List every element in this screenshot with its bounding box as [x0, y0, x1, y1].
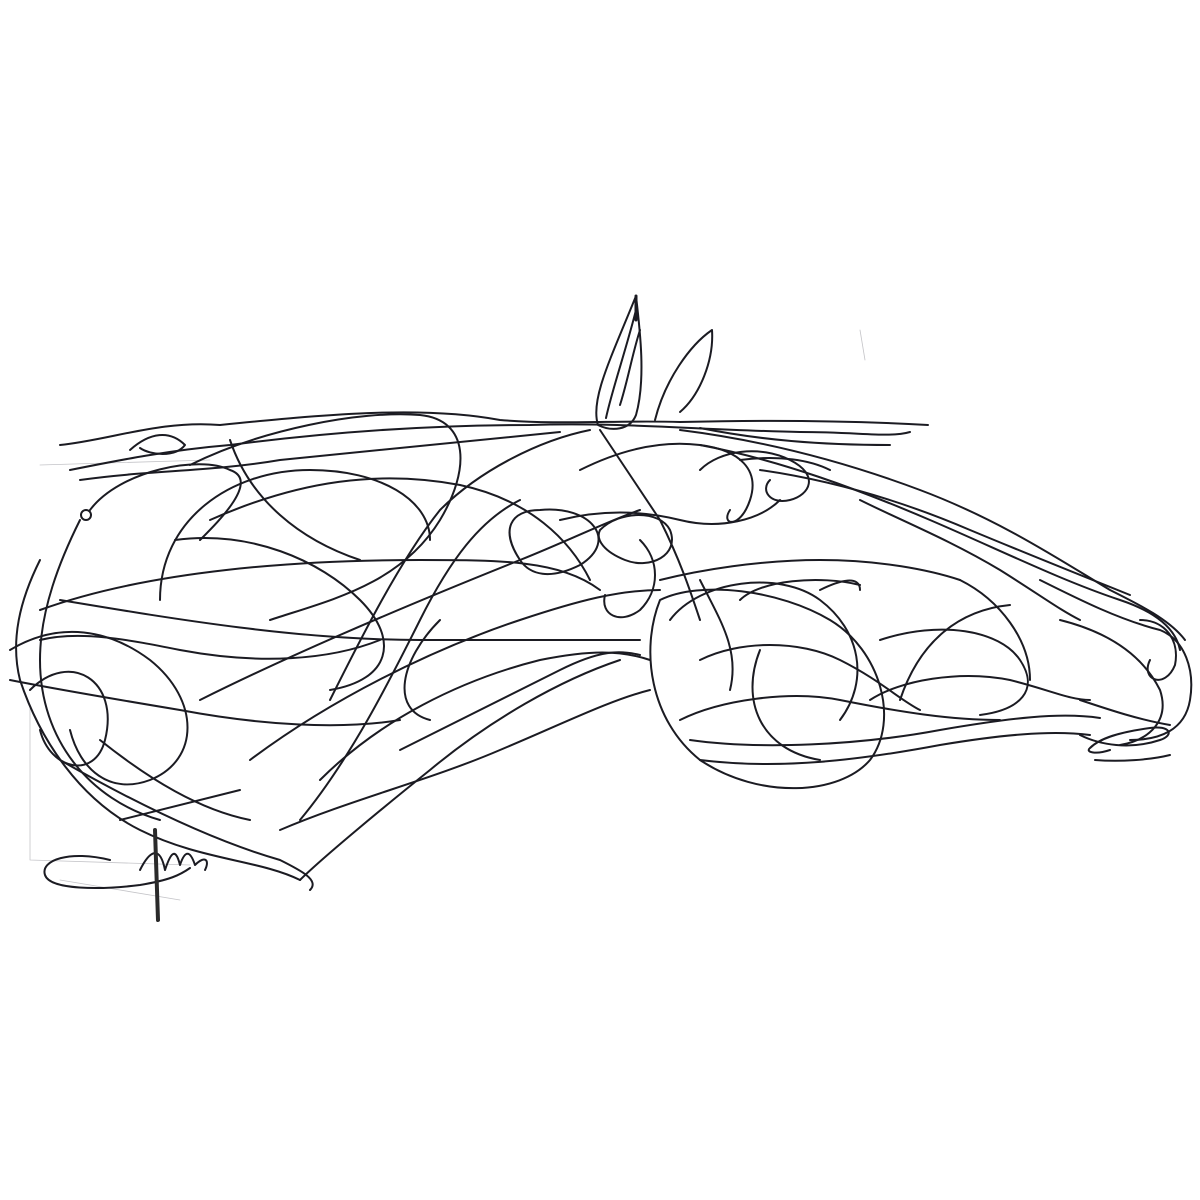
wire-joint — [80, 509, 92, 521]
jaw-outline — [649, 588, 885, 790]
wire-strands — [9, 294, 1193, 891]
muzzle — [1039, 579, 1193, 741]
faint-sketch-lines — [29, 329, 866, 901]
base-loop — [43, 854, 191, 889]
face-top — [679, 429, 1186, 641]
mount-stake — [153, 828, 160, 922]
top-mane — [59, 411, 929, 446]
signature-scribble — [139, 852, 208, 871]
lower-lip — [1079, 726, 1170, 754]
eye-loop — [597, 514, 673, 565]
chest-outline — [15, 559, 301, 881]
ear-right — [654, 329, 714, 421]
